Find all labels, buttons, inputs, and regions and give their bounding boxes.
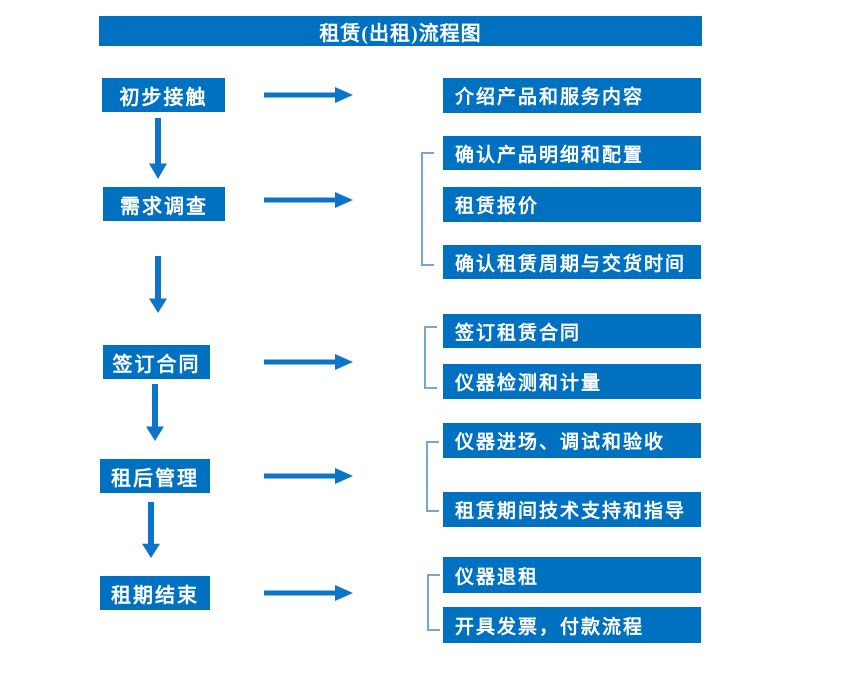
item-label: 介绍产品和服务内容 xyxy=(455,87,645,108)
arrow-right-icon xyxy=(264,468,353,484)
group-bracket xyxy=(426,441,439,512)
step-label: 需求调查 xyxy=(120,195,208,218)
arrow-down-icon xyxy=(146,384,164,442)
item-label: 仪器进场、调试和验收 xyxy=(455,432,666,453)
group-bracket xyxy=(421,152,434,266)
step-label: 签订合同 xyxy=(112,353,201,376)
arrow-down-icon xyxy=(149,118,167,179)
arrow-right-icon xyxy=(264,354,353,370)
group-bracket xyxy=(424,326,437,389)
step-box-lease-end: 租期结束 xyxy=(100,576,210,610)
item-box-sign-lease-contract: 签订租赁合同 xyxy=(443,314,701,348)
item-label: 租赁报价 xyxy=(455,196,540,217)
title-bar: 租赁(出租)流程图 xyxy=(99,16,702,46)
item-label: 开具发票，付款流程 xyxy=(455,616,645,638)
item-box-instrument-return: 仪器退租 xyxy=(443,557,701,593)
item-label: 仪器检测和计量 xyxy=(455,373,603,394)
item-label: 租赁期间技术支持和指导 xyxy=(455,501,687,522)
step-label: 租后管理 xyxy=(111,467,199,490)
item-box-instrument-testing: 仪器检测和计量 xyxy=(443,364,701,399)
step-label: 初步接触 xyxy=(119,86,208,109)
arrow-down-icon xyxy=(149,256,167,314)
step-box-initial-contact: 初步接触 xyxy=(102,78,225,112)
step-label: 租期结束 xyxy=(111,584,199,607)
step-box-post-rental-management: 租后管理 xyxy=(100,459,210,493)
item-box-tech-support: 租赁期间技术支持和指导 xyxy=(443,492,701,527)
arrow-right-icon xyxy=(264,192,353,208)
item-label: 确认产品明细和配置 xyxy=(455,144,645,166)
arrow-right-icon xyxy=(264,585,353,601)
step-box-demand-survey: 需求调查 xyxy=(103,187,225,221)
item-label: 签订租赁合同 xyxy=(455,322,582,344)
item-box-invoice-payment: 开具发票，付款流程 xyxy=(443,607,701,643)
arrow-right-icon xyxy=(264,87,353,103)
item-label: 仪器退租 xyxy=(455,566,540,588)
item-box-introduce-products: 介绍产品和服务内容 xyxy=(443,78,701,113)
flowchart-title: 租赁(出租)流程图 xyxy=(319,22,482,45)
step-box-sign-contract: 签订合同 xyxy=(103,345,210,379)
item-box-confirm-lease-period: 确认租赁周期与交货时间 xyxy=(443,245,701,279)
item-box-confirm-product-details: 确认产品明细和配置 xyxy=(443,136,701,170)
item-box-instrument-arrival: 仪器进场、调试和验收 xyxy=(443,423,701,458)
arrow-down-icon xyxy=(142,502,160,559)
item-box-rental-quote: 租赁报价 xyxy=(443,187,701,222)
item-label: 确认租赁周期与交货时间 xyxy=(455,253,687,275)
group-bracket xyxy=(427,574,440,631)
